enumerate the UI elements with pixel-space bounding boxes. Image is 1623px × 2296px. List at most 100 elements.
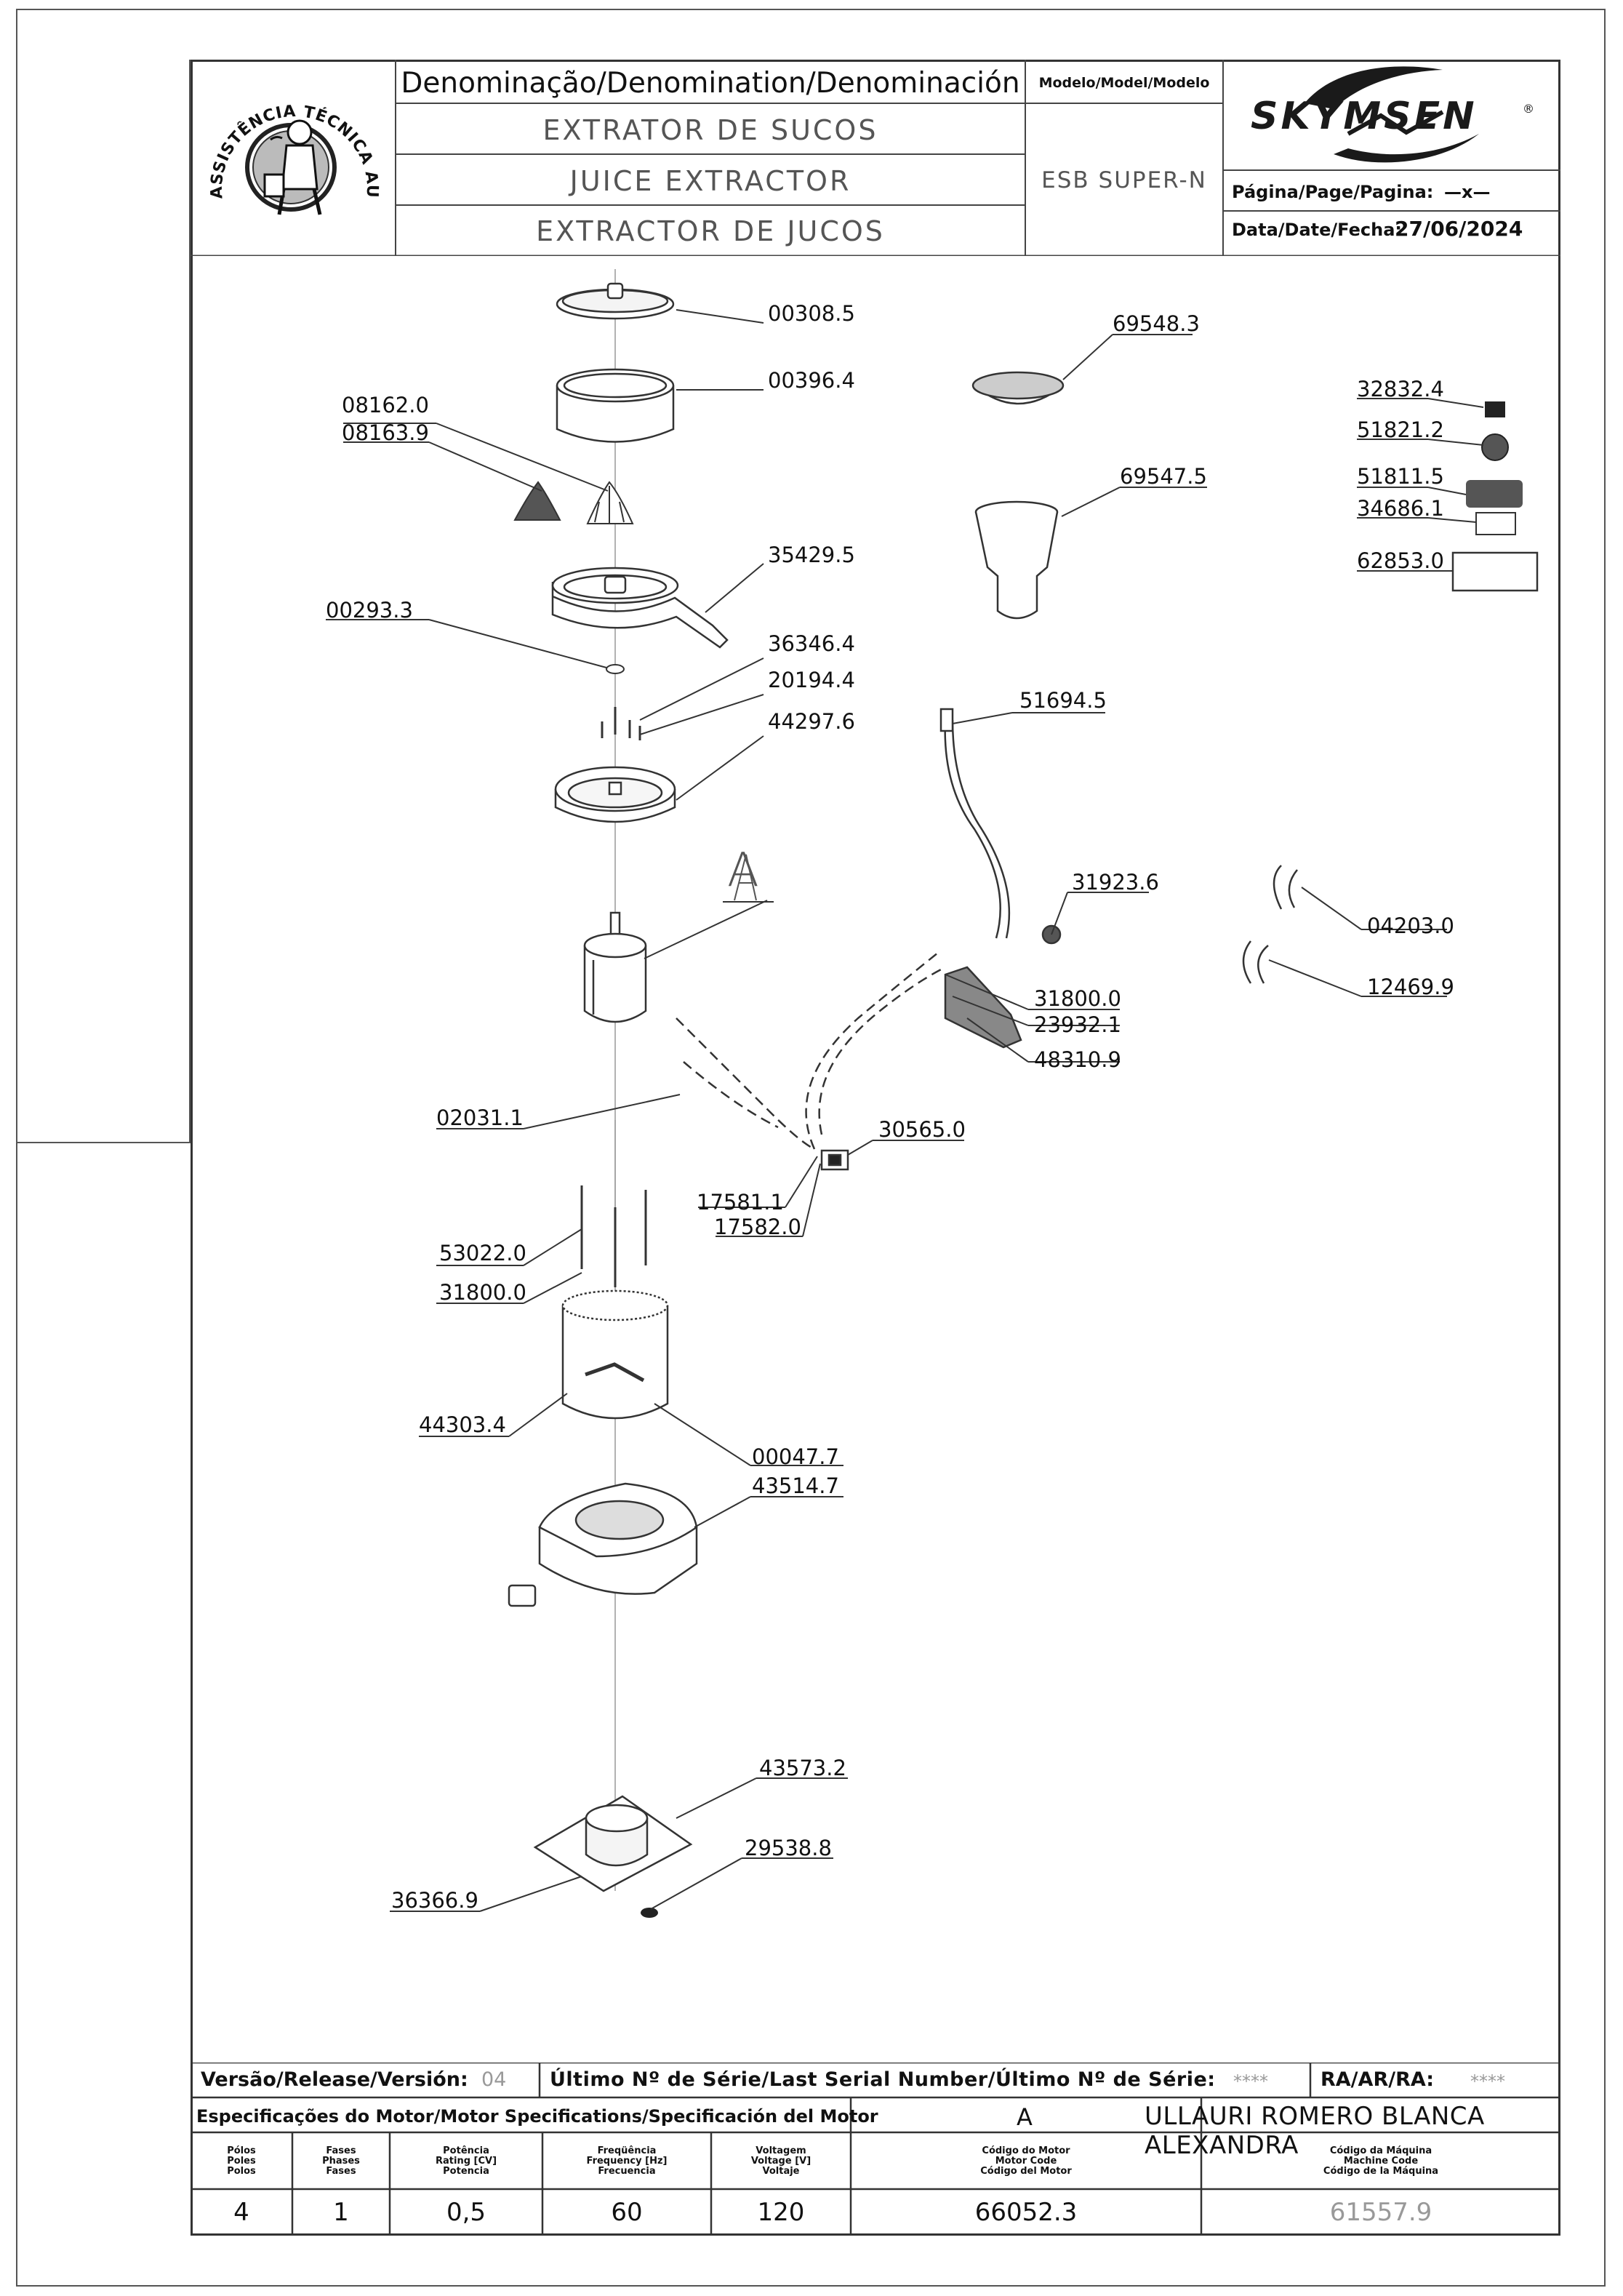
ra-label: RA/AR/RA: xyxy=(1321,2068,1435,2091)
detail-letter-a: A xyxy=(727,844,759,897)
callout-label: 51821.2 xyxy=(1357,417,1444,442)
page-value: —x— xyxy=(1444,182,1491,202)
serial-label: Último Nº de Série/Last Serial Number/Úl… xyxy=(550,2068,1216,2091)
callout-label: 08162.0 xyxy=(342,393,429,417)
spec-value-voltage: 120 xyxy=(757,2198,805,2227)
callout-label: 43514.7 xyxy=(752,1473,839,1498)
spec-header-line: Código de la Máquina xyxy=(1323,2166,1439,2177)
callout-label: 69547.5 xyxy=(1120,464,1207,489)
callout-label: 69548.3 xyxy=(1113,311,1200,336)
spec-value-phases: 1 xyxy=(333,2198,349,2227)
info-label-part xyxy=(1475,512,1516,535)
callout-label: 08163.9 xyxy=(342,420,429,445)
brand-logo xyxy=(1225,61,1559,169)
spec-header-line: Fases xyxy=(326,2166,356,2177)
power-cord xyxy=(939,708,1062,945)
callout-label: 00396.4 xyxy=(768,368,855,393)
spec-value-poles: 4 xyxy=(233,2198,249,2227)
callout-label: 48310.9 xyxy=(1034,1047,1121,1072)
spec-col-phases-header: Fases Phases Fases xyxy=(292,2134,390,2189)
strainer-ring-part xyxy=(556,368,675,443)
callout-label: 51694.5 xyxy=(1019,688,1107,713)
page-label: Página/Page/Pagina: xyxy=(1232,182,1434,202)
callout-label: 04203.0 xyxy=(1367,913,1454,938)
callout-label: 44297.6 xyxy=(768,709,855,734)
binding-divider xyxy=(16,1142,191,1143)
ra-value: **** xyxy=(1470,2071,1505,2092)
callout-label: 00047.7 xyxy=(752,1444,839,1469)
switch-part xyxy=(820,1149,849,1171)
brand-registered-mark: ® xyxy=(1523,102,1534,116)
product-name-pt: EXTRATOR DE SUCOS xyxy=(542,114,878,146)
product-name-en: JUICE EXTRACTOR xyxy=(569,165,851,197)
callout-label: 00308.5 xyxy=(768,301,855,326)
callout-label: 53022.0 xyxy=(439,1241,526,1265)
date-value: 27/06/2024 xyxy=(1395,217,1523,241)
spec-header-line: Voltage [V] xyxy=(750,2156,812,2167)
spout-part xyxy=(944,966,1022,1049)
callout-label: 35429.5 xyxy=(768,543,855,567)
callout-label: 23932.1 xyxy=(1034,1012,1121,1037)
callout-label: 12469.9 xyxy=(1367,975,1454,999)
revision-letter: A xyxy=(1017,2103,1033,2131)
callout-label: 51811.5 xyxy=(1357,464,1444,489)
version-label: Versão/Release/Versión: xyxy=(201,2068,468,2091)
sheet-outer-border xyxy=(16,9,1606,2287)
callout-label: 00293.3 xyxy=(326,598,413,623)
cup-part xyxy=(974,500,1059,620)
juice-tray-part xyxy=(551,567,729,649)
callout-label: 43573.2 xyxy=(759,1756,846,1780)
spec-header-line: Frequency [Hz] xyxy=(586,2156,668,2167)
spec-col-voltage-header: Voltagem Voltage [V] Voltaje xyxy=(711,2134,851,2189)
product-name-es: EXTRACTOR DE JUCOS xyxy=(536,215,885,247)
callout-label: 34686.1 xyxy=(1357,496,1444,521)
spec-header-line: Código del Motor xyxy=(980,2166,1072,2177)
callout-label: 32832.4 xyxy=(1357,377,1444,401)
responsible-name: ULLAURI ROMERO BLANCA ALEXANDRA xyxy=(1145,2102,1485,2160)
spec-header-line: Código da Máquina xyxy=(1329,2145,1432,2156)
spec-col-machine-code-header: Código da Máquina Machine Code Código de… xyxy=(1201,2134,1560,2189)
drawing-frame xyxy=(191,60,1560,2236)
spec-header-line: Machine Code xyxy=(1343,2156,1419,2167)
motor-cover-part xyxy=(554,766,676,823)
spec-header-line: Frecuencia xyxy=(598,2166,656,2177)
tie-rods xyxy=(580,1185,647,1287)
title-block-grid xyxy=(191,60,1560,256)
callout-label: 31800.0 xyxy=(439,1280,526,1305)
spec-header-line: Potencia xyxy=(443,2166,489,2177)
foot-part xyxy=(641,1908,658,1918)
label-plate-part xyxy=(1466,480,1523,508)
sticker-small-part xyxy=(1485,401,1505,417)
authorized-service-seal: ASSISTÊNCIA TÉCNICA AUTORIZADA xyxy=(191,52,391,252)
callout-label: 30565.0 xyxy=(878,1117,966,1142)
callout-label: 29538.8 xyxy=(745,1836,832,1860)
spec-header-line: Freqüência xyxy=(597,2145,657,2156)
spec-header-line: Voltaje xyxy=(762,2166,800,2177)
motor-housing-part xyxy=(561,1289,669,1420)
model-label: Modelo/Model/Modelo xyxy=(1038,75,1210,91)
warning-sticker-part xyxy=(1481,433,1509,461)
date-label: Data/Date/Fecha: xyxy=(1232,220,1402,240)
callout-label: 62853.0 xyxy=(1357,548,1444,573)
reamer-cones xyxy=(513,481,634,524)
footer-grid xyxy=(191,2063,1560,2236)
binding-divider-vertical xyxy=(189,60,191,1143)
spec-header-line: Código do Motor xyxy=(982,2145,1070,2156)
spec-header-line: Potência xyxy=(443,2145,489,2156)
screws-group xyxy=(601,707,641,740)
spec-header-line: Voltagem xyxy=(756,2145,806,2156)
denomination-label: Denominação/Denomination/Denominación xyxy=(401,66,1020,100)
bottom-plate-part xyxy=(533,1795,693,1892)
serial-value: **** xyxy=(1233,2071,1268,2092)
spec-value-frequency: 60 xyxy=(611,2198,643,2227)
callout-label: 36366.9 xyxy=(391,1888,478,1913)
callout-label: 31800.0 xyxy=(1034,986,1121,1011)
motor-part xyxy=(583,911,647,1023)
spec-header-line: Pólos xyxy=(227,2145,256,2156)
spec-header-line: Motor Code xyxy=(995,2156,1057,2167)
version-value: 04 xyxy=(481,2068,507,2091)
callout-label: 17582.0 xyxy=(714,1215,801,1239)
wire-harness xyxy=(676,952,946,1151)
spec-col-rating-header: Potência Rating [CV] Potencia xyxy=(390,2134,542,2189)
